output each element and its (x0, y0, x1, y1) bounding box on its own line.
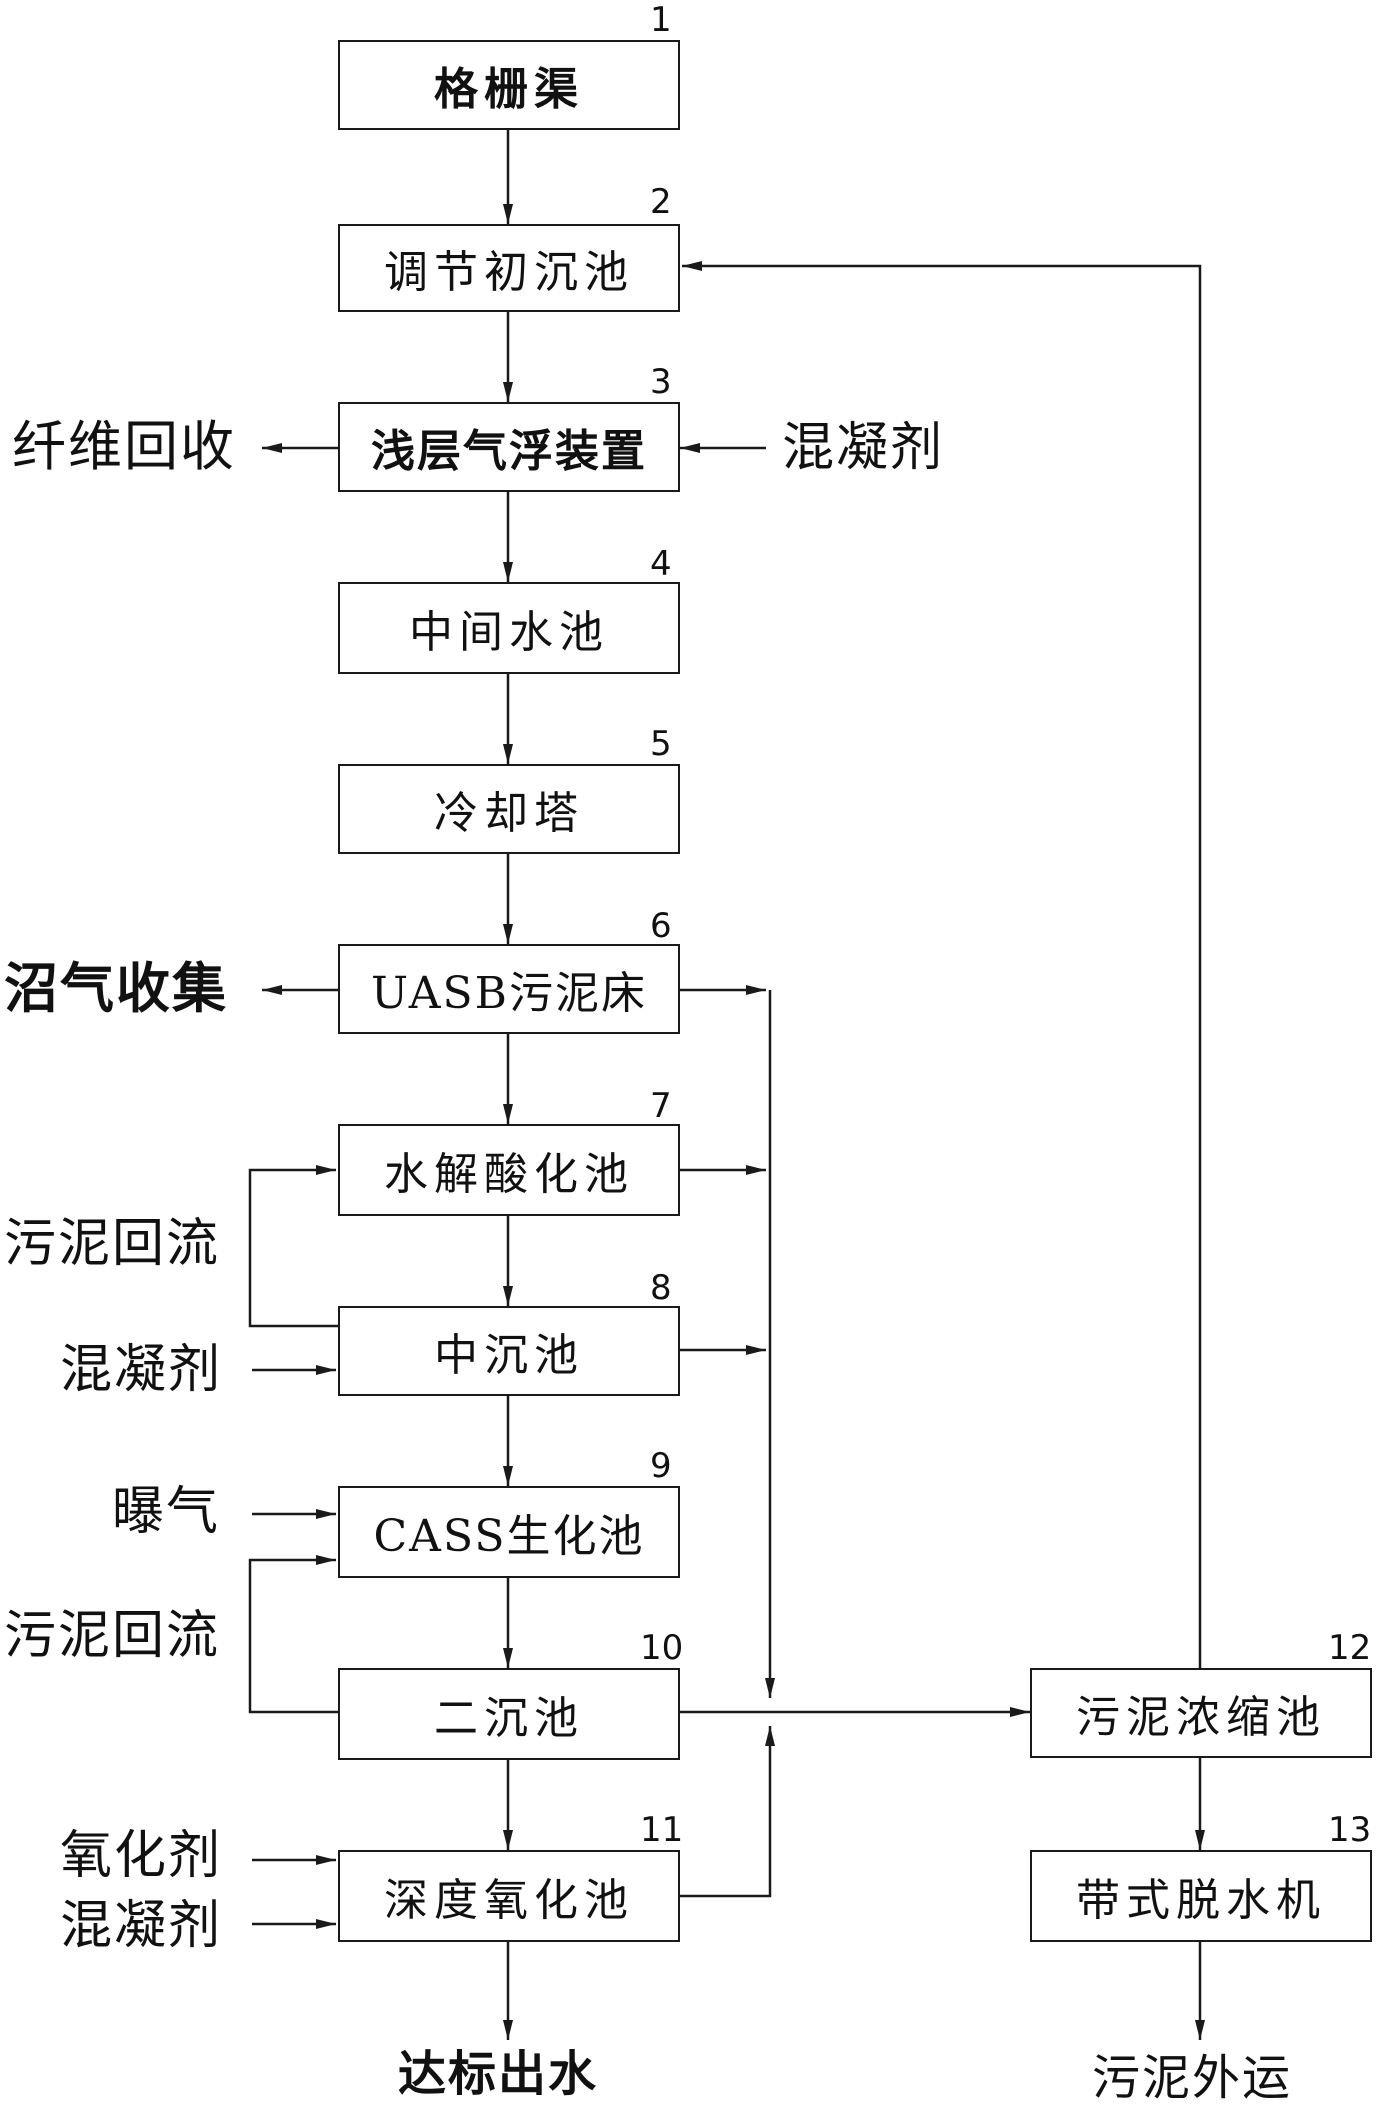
loop-return-1 (248, 1165, 338, 1328)
label-effluent: 达标出水 (398, 2046, 599, 2102)
label-fiber-recovery: 纤维回收 (12, 415, 236, 478)
node-8-box: 中沉池 (338, 1306, 680, 1396)
node-13-box: 带式脱水机 (1030, 1850, 1372, 1942)
node-9-box: CASS生化池 (338, 1486, 680, 1578)
node-6-box: UASB污泥床 (338, 944, 680, 1034)
label-coagulant-11: 混凝剂 (60, 1896, 223, 1956)
node-8-number: 8 (650, 1268, 672, 1308)
label-sludge-return-2: 污泥回流 (4, 1606, 221, 1666)
arrow-12-2 (682, 261, 1202, 1668)
label-sludge-return-1: 污泥回流 (4, 1214, 221, 1274)
node-9-number: 9 (650, 1446, 672, 1486)
node-1-number: 1 (650, 0, 672, 40)
node-4-box: 中间水池 (338, 582, 680, 674)
loop-return-2 (248, 1555, 338, 1714)
node-1-box: 格栅渠 (338, 40, 680, 130)
label-oxidant: 氧化剂 (60, 1826, 223, 1886)
arrow-11-collect (680, 1726, 775, 1898)
node-5-number: 5 (650, 724, 672, 764)
node-5-box: 冷却塔 (338, 764, 680, 854)
node-2-number: 2 (650, 182, 672, 222)
label-coagulant-3: 混凝剂 (782, 418, 945, 478)
label-biogas: 沼气收集 (4, 957, 228, 1020)
node-10-box: 二沉池 (338, 1668, 680, 1760)
node-10-number: 10 (640, 1628, 684, 1668)
node-11-number: 11 (640, 1810, 684, 1850)
node-4-number: 4 (650, 544, 672, 584)
label-aeration: 曝气 (112, 1482, 221, 1542)
node-3-box: 浅层气浮装置 (338, 402, 680, 492)
node-11-box: 深度氧化池 (338, 1850, 680, 1942)
node-12-box: 污泥浓缩池 (1030, 1668, 1372, 1758)
label-sludge-out: 污泥外运 (1092, 2050, 1293, 2106)
node-13-number: 13 (1328, 1810, 1372, 1850)
label-coagulant-8: 混凝剂 (60, 1340, 223, 1400)
node-6-number: 6 (650, 906, 672, 946)
node-3-number: 3 (650, 362, 672, 402)
node-7-box: 水解酸化池 (338, 1124, 680, 1216)
node-2-box: 调节初沉池 (338, 224, 680, 312)
node-12-number: 12 (1328, 1628, 1372, 1668)
node-7-number: 7 (650, 1086, 672, 1126)
